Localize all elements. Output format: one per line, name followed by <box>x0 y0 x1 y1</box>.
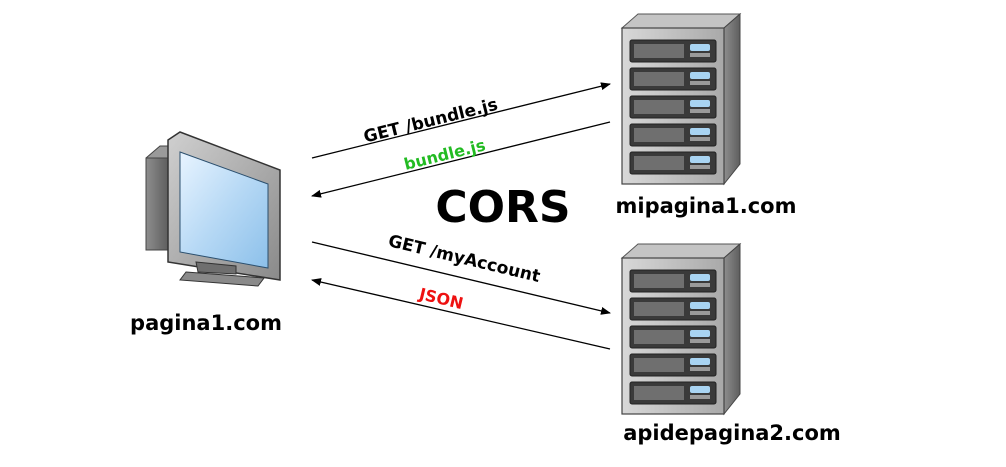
client-label: pagina1.com <box>130 311 282 335</box>
request-arrow-get-myaccount <box>311 241 611 315</box>
response-label-json: JSON <box>416 284 465 313</box>
server-label-apidepagina2: apidepagina2.com <box>623 421 841 445</box>
server-tower-icon <box>621 13 741 185</box>
request-arrow-get-bundle <box>311 82 611 159</box>
response-arrow-bundle <box>311 121 611 198</box>
server-label-mipagina1: mipagina1.com <box>616 194 797 218</box>
response-label-bundle: bundle.js <box>402 135 487 174</box>
desktop-computer-icon <box>145 131 281 287</box>
server-tower-icon <box>621 243 741 415</box>
response-arrow-json <box>311 278 611 350</box>
diagram-title: CORS <box>435 182 570 233</box>
